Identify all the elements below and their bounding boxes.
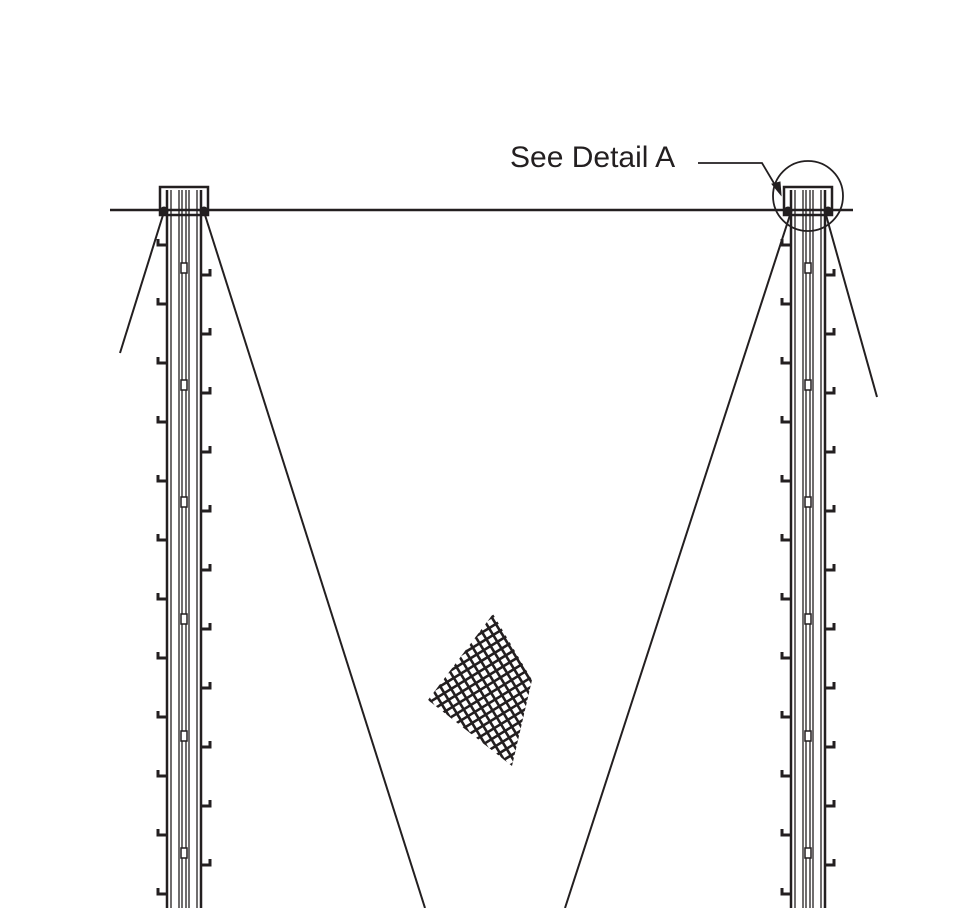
bracket-left — [780, 829, 791, 837]
bracket-right — [825, 387, 836, 395]
bracket-right — [825, 623, 836, 631]
bracket-right — [825, 741, 836, 749]
bracket-left — [156, 239, 167, 247]
bracket-left — [780, 534, 791, 542]
bracket-left — [780, 475, 791, 483]
detail-a-circle — [772, 160, 844, 232]
bracket-right — [825, 446, 836, 454]
post-slot — [180, 262, 188, 274]
bracket-left — [156, 711, 167, 719]
post-slot — [180, 730, 188, 742]
bracket-right — [201, 623, 212, 631]
bracket-left — [156, 416, 167, 424]
bracket-right — [825, 564, 836, 572]
bracket-right — [825, 800, 836, 808]
bracket-left — [156, 770, 167, 778]
post-cap — [158, 185, 210, 217]
bracket-right — [201, 682, 212, 690]
bracket-left — [156, 888, 167, 896]
bracket-right — [825, 505, 836, 513]
post-slot — [180, 613, 188, 625]
bracket-right — [825, 328, 836, 336]
bracket-left — [780, 770, 791, 778]
bracket-right — [201, 800, 212, 808]
bracket-left — [780, 593, 791, 601]
post-slot — [804, 496, 812, 508]
bracket-left — [156, 475, 167, 483]
post-slot — [804, 847, 812, 859]
post-slot — [180, 847, 188, 859]
bracket-right — [201, 269, 212, 277]
bracket-left — [156, 829, 167, 837]
bracket-left — [156, 534, 167, 542]
bracket-left — [780, 652, 791, 660]
bracket-right — [201, 741, 212, 749]
bracket-right — [201, 387, 212, 395]
bracket-left — [780, 416, 791, 424]
bracket-left — [156, 652, 167, 660]
bracket-right — [825, 269, 836, 277]
bracket-left — [780, 711, 791, 719]
bracket-right — [825, 859, 836, 867]
post-slot — [804, 613, 812, 625]
post-slot — [804, 379, 812, 391]
bracket-right — [201, 564, 212, 572]
bracket-right — [201, 505, 212, 513]
guy-wires — [119, 214, 878, 908]
post-slot — [180, 379, 188, 391]
right-post — [780, 185, 836, 908]
bracket-left — [156, 593, 167, 601]
bracket-left — [780, 239, 791, 247]
post-slot — [804, 730, 812, 742]
bracket-left — [780, 298, 791, 306]
mesh-detail — [428, 614, 532, 766]
bracket-right — [201, 328, 212, 336]
bracket-left — [780, 357, 791, 365]
bracket-left — [156, 357, 167, 365]
leader-line — [698, 162, 779, 191]
left-post — [156, 185, 212, 908]
arrow-head-icon — [771, 181, 782, 197]
bracket-left — [156, 298, 167, 306]
post-cap — [782, 185, 834, 217]
bracket-left — [780, 888, 791, 896]
bracket-right — [825, 682, 836, 690]
bracket-right — [201, 446, 212, 454]
post-slot — [804, 262, 812, 274]
post-slot — [180, 496, 188, 508]
bracket-right — [201, 859, 212, 867]
see-detail-a-label: See Detail A — [510, 141, 676, 174]
